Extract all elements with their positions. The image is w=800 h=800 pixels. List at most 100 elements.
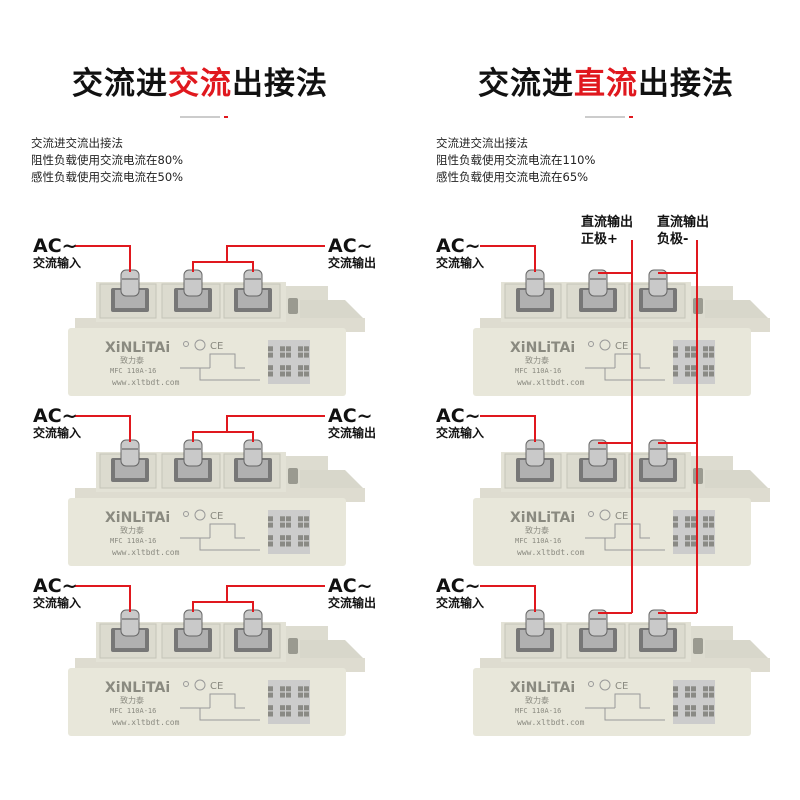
qr-cell — [280, 692, 285, 698]
cert-icon — [599, 339, 611, 351]
qr-cell — [703, 522, 708, 528]
divider — [585, 116, 633, 118]
ac-input-wire — [75, 245, 131, 272]
model-text: MFC 110A-16 — [110, 537, 156, 545]
qr-cell — [298, 705, 303, 711]
model-text: MFC 110A-16 — [515, 537, 561, 545]
qr-cell — [268, 711, 273, 717]
right-notes: 交流进交流出接法 阻性负载使用交流电流在110% 感性负载使用交流电流在65% — [436, 135, 595, 186]
qr-cell — [268, 686, 273, 692]
ac-input-label: AC~交流输入 — [436, 406, 484, 441]
ac-sub: 交流输入 — [436, 596, 485, 610]
screw-icon — [648, 269, 668, 297]
qr-cell — [703, 352, 708, 358]
ac-output-label: AC~交流输出 — [328, 236, 376, 271]
qr-cell — [286, 522, 291, 528]
qr-cell — [304, 365, 309, 371]
qr-cell — [286, 692, 291, 698]
ac-text: AC~ — [436, 575, 481, 597]
qr-cell — [268, 541, 273, 547]
qr-cell — [685, 346, 690, 352]
qr-cell — [703, 692, 708, 698]
brand-logo: XiNLiTAi — [105, 510, 170, 526]
qr-cell — [268, 365, 273, 371]
qr-cell — [304, 686, 309, 692]
gate-terminal — [693, 638, 703, 654]
ac-sub: 交流输入 — [33, 426, 82, 440]
ac-output-bridge-wire — [192, 601, 254, 612]
cert-icon — [194, 679, 206, 691]
note-line: 感性负载使用交流电流在50% — [31, 170, 184, 184]
qr-cell — [691, 535, 696, 541]
screw-icon — [243, 269, 263, 297]
qr-cell — [298, 692, 303, 698]
cert-icon — [599, 679, 611, 691]
brand-logo: XiNLiTAi — [105, 340, 170, 356]
qr-cell — [673, 535, 678, 541]
qr-cell — [703, 686, 708, 692]
qr-cell — [691, 522, 696, 528]
qr-cell — [280, 516, 285, 522]
qr-cell — [304, 535, 309, 541]
qr-cell — [685, 365, 690, 371]
ac-input-label: AC~交流输入 — [436, 236, 484, 271]
brand-cn: 致力泰 — [525, 525, 549, 535]
qr-cell — [304, 692, 309, 698]
website-text: www.xltbdt.com — [112, 548, 180, 557]
registered-icon — [588, 511, 594, 517]
brand-logo: XiNLiTAi — [510, 680, 575, 696]
ac-output-label: AC~交流输出 — [328, 406, 376, 441]
qr-cell — [673, 711, 678, 717]
title-text: 交流进 — [478, 66, 574, 102]
left-title: 交流进交流出接法 — [72, 58, 328, 103]
ac-input-label: AC~交流输入 — [33, 576, 81, 611]
qr-cell — [304, 541, 309, 547]
dc-line: 直流输出 — [657, 215, 710, 230]
qr-cell — [673, 346, 678, 352]
ac-sub: 交流输出 — [328, 426, 377, 440]
qr-cell — [280, 686, 285, 692]
screw-icon — [120, 609, 140, 637]
qr-cell — [298, 686, 303, 692]
qr-cell — [673, 365, 678, 371]
qr-cell — [703, 371, 708, 377]
qr-code-icon — [673, 340, 715, 384]
qr-cell — [280, 535, 285, 541]
ac-text: AC~ — [436, 235, 481, 257]
ac-output-label: AC~交流输出 — [328, 576, 376, 611]
right-title: 交流进直流出接法 — [478, 58, 734, 103]
qr-cell — [691, 365, 696, 371]
ac-sub: 交流输出 — [328, 256, 377, 270]
screw-icon — [183, 269, 203, 297]
model-text: MFC 110A-16 — [515, 707, 561, 715]
screw-icon — [243, 609, 263, 637]
website-text: www.xltbdt.com — [517, 548, 585, 557]
qr-cell — [268, 522, 273, 528]
note-line: 阻性负载使用交流电流在80% — [31, 153, 184, 167]
qr-cell — [709, 365, 714, 371]
ac-input-label: AC~交流输入 — [33, 406, 81, 441]
qr-cell — [268, 346, 273, 352]
ce-mark-icon: CE — [615, 511, 628, 522]
qr-cell — [709, 371, 714, 377]
title-highlight: 直流 — [574, 66, 638, 102]
qr-cell — [691, 541, 696, 547]
qr-cell — [691, 686, 696, 692]
registered-icon — [183, 681, 189, 687]
qr-cell — [709, 686, 714, 692]
ac-input-wire — [480, 245, 536, 272]
qr-cell — [703, 711, 708, 717]
qr-cell — [685, 352, 690, 358]
dc-negative-label: 直流输出负极- — [657, 214, 709, 248]
qr-cell — [286, 705, 291, 711]
qr-cell — [286, 541, 291, 547]
qr-cell — [685, 705, 690, 711]
ac-text: AC~ — [33, 235, 78, 257]
website-text: www.xltbdt.com — [112, 378, 180, 387]
ac-text: AC~ — [33, 575, 78, 597]
qr-cell — [685, 516, 690, 522]
